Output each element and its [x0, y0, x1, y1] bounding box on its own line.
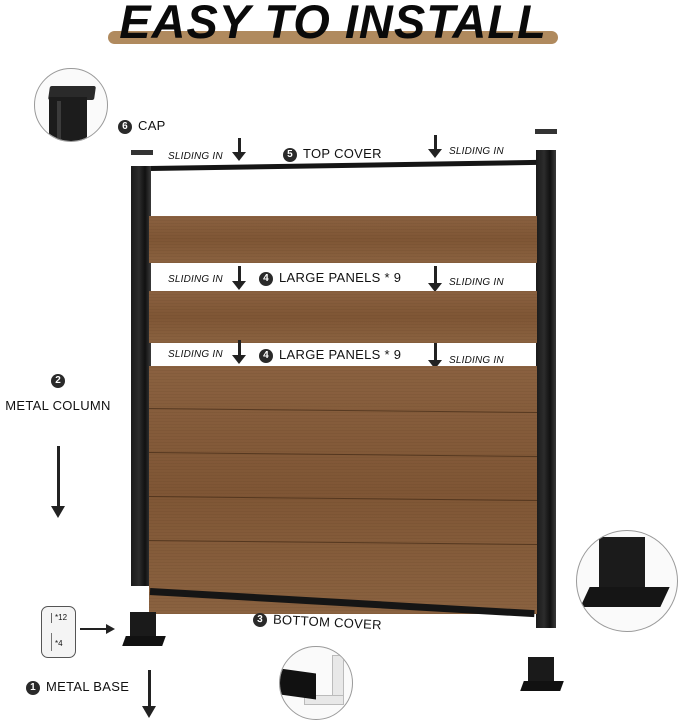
- step-number-badge: 3: [252, 612, 268, 627]
- base-plate-icon: [520, 681, 564, 691]
- top-cover-label: 5 TOP COVER: [283, 146, 382, 162]
- arrow-right-icon: [80, 628, 108, 630]
- metal-column-label-text: METAL COLUMN: [5, 398, 111, 413]
- cap-body-icon: [49, 97, 87, 141]
- metal-base-detail-photo: [576, 530, 678, 632]
- large-panels-label: 4 LARGE PANELS * 9: [259, 347, 401, 363]
- right-metal-column: [536, 150, 556, 628]
- panel-stack: [149, 366, 537, 614]
- arrow-down-icon: [232, 138, 246, 161]
- large-panels-label: 4 LARGE PANELS * 9: [259, 270, 401, 286]
- bracket-foot-icon: [304, 695, 344, 705]
- arrow-down-icon: [428, 343, 442, 369]
- step-number-badge: 6: [118, 119, 132, 134]
- cap-slot-icon: [57, 101, 61, 141]
- step-number-badge: 4: [259, 271, 273, 286]
- sliding-in-label: SLIDING IN: [449, 277, 504, 288]
- arrow-down-icon: [428, 135, 442, 158]
- bottom-cover-detail-photo: [279, 646, 353, 720]
- cap-label-text: CAP: [138, 118, 166, 133]
- cap-label: 6 CAP: [118, 118, 166, 134]
- arrow-down-icon: [232, 340, 246, 364]
- large-panels-label-text: LARGE PANELS * 9: [279, 347, 402, 362]
- step-number-badge: 1: [26, 680, 40, 695]
- cap-detail-photo: [34, 68, 108, 142]
- title-underline: [108, 31, 558, 44]
- long-screw-icon: [51, 613, 52, 623]
- step-number-badge: 2: [51, 373, 65, 388]
- base-plate-icon: [580, 587, 670, 607]
- arrow-down-icon: [51, 446, 65, 518]
- metal-base-left: [122, 612, 166, 652]
- large-panel: [149, 291, 537, 343]
- sliding-in-label: SLIDING IN: [168, 274, 223, 285]
- arrow-right-head: [106, 624, 115, 634]
- step-number-badge: 4: [259, 348, 273, 363]
- arrow-down-icon: [428, 266, 442, 292]
- base-post-icon: [130, 612, 156, 640]
- screws-box: *12 *4: [41, 606, 76, 658]
- large-panels-label-text: LARGE PANELS * 9: [279, 270, 402, 285]
- metal-column-label: 2 METAL COLUMN: [0, 372, 116, 413]
- short-screw-icon: [51, 633, 52, 651]
- base-plate-icon: [122, 636, 166, 646]
- step-number-badge: 5: [283, 147, 297, 162]
- sliding-in-label: SLIDING IN: [168, 151, 223, 162]
- arrow-down-icon: [232, 266, 246, 290]
- top-cover-label-text: TOP COVER: [303, 146, 382, 161]
- left-post-cap: [131, 150, 153, 155]
- sliding-in-label: SLIDING IN: [449, 355, 504, 366]
- right-post-cap: [535, 129, 557, 134]
- bottom-cover-label-text: BOTTOM COVER: [272, 611, 383, 633]
- cover-profile-icon: [280, 668, 316, 700]
- long-screw-count: *12: [55, 613, 68, 622]
- metal-base-label: 1 METAL BASE: [26, 679, 129, 695]
- short-screw-count: *4: [55, 639, 63, 648]
- sliding-in-label: SLIDING IN: [168, 349, 223, 360]
- base-post-icon: [528, 657, 554, 685]
- sliding-in-label: SLIDING IN: [449, 146, 504, 157]
- page-title: EASY TO INSTALL: [119, 0, 547, 48]
- left-metal-column: [131, 166, 151, 586]
- large-panel: [149, 216, 537, 263]
- arrow-down-icon: [142, 670, 156, 718]
- metal-base-label-text: METAL BASE: [46, 679, 130, 694]
- metal-base-right: [520, 657, 564, 697]
